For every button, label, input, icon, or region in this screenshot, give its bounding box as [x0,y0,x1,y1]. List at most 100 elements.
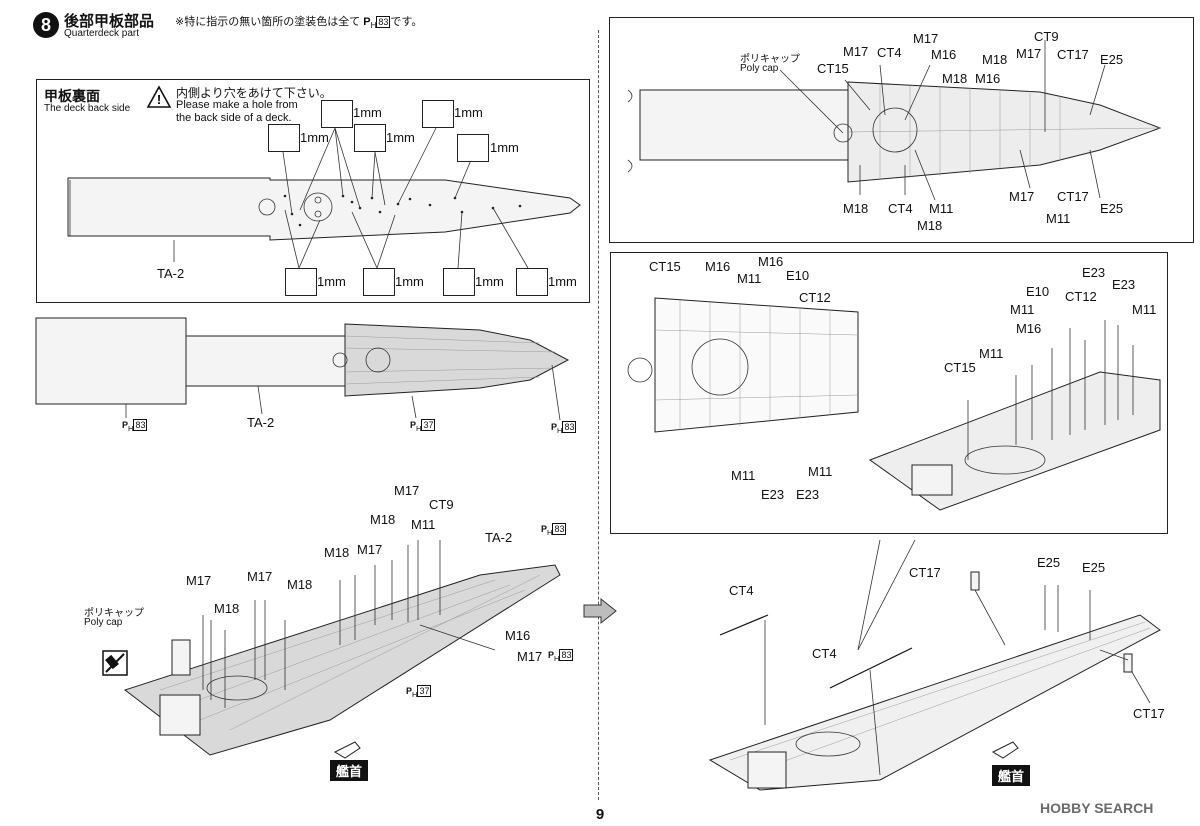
part-label: E23 [1112,277,1136,292]
part-label: E25 [1100,52,1124,67]
part-label-ta2: TA-2 [247,415,275,430]
part-label: CT17 [1057,47,1089,62]
part-label: M18 [917,218,943,233]
part-label: M17 [517,649,543,664]
part-label: CT17 [1133,706,1165,721]
part-label: E23 [761,487,785,502]
part-label: E10 [786,268,810,283]
part-label: M18 [982,52,1008,67]
part-label: M17 [357,542,383,557]
paint-ref-num: 37 [421,419,436,431]
watermark: HOBBY SEARCH [1040,800,1154,816]
polycap-label-jp: ポリキャップ [740,54,800,65]
part-label: CT9 [429,497,454,512]
drill-hole-icon [516,268,548,296]
part-label: M11 [1010,302,1035,317]
drill-size-label: 1mm [386,130,415,145]
part-label: CT9 [1034,29,1059,44]
part-label: M17 [1009,189,1035,204]
paint-note-text: ※特に指示の無い箇所の塗装色は全て [175,16,361,28]
part-label: E25 [1037,555,1061,570]
part-label: M16 [758,254,784,269]
part-label: M11 [737,271,762,286]
polycap-label-en: Poly cap [84,617,123,628]
paint-ref-num: 83 [552,523,567,535]
part-label: M18 [324,545,350,560]
part-label: M16 [505,628,531,643]
bow-direction-label: 艦首 [992,765,1031,786]
part-label: M11 [808,464,833,479]
paint-ref-sub: H [370,21,377,31]
part-label: M11 [929,201,954,216]
part-label: M18 [843,201,869,216]
drill-size-label: 1mm [490,140,519,155]
step-number-badge: 8 [33,12,59,38]
drill-size-label: 1mm [395,274,424,289]
page-divider [598,30,599,800]
drill-hole-icon [268,124,300,152]
warning-icon: ! [146,85,172,108]
part-label: CT15 [649,259,681,274]
polycap-label-jp: ポリキャップ [84,608,144,619]
drill-size-label: 1mm [548,274,577,289]
part-label: M11 [979,346,1004,361]
drill-size-label: 1mm [353,105,382,120]
drill-hole-icon [422,100,454,128]
drill-size-label: 1mm [300,130,329,145]
part-label: M16 [705,259,731,274]
deck-back-title-en: The deck back side [44,103,131,114]
part-label: E23 [1082,265,1106,280]
drill-hole-icon [363,268,395,296]
part-label: M16 [975,71,1001,86]
part-label: CT12 [1065,289,1097,304]
warning-text-jp: 内側より穴をあけて下さい。 [176,86,332,100]
part-label: M11 [411,517,436,532]
polycap-label-en: Poly cap [740,63,779,74]
step-title-en: Quarterdeck part [64,28,140,39]
paint-ref-prefix: P [363,16,371,28]
part-label: M17 [394,483,420,498]
part-label: E23 [796,487,820,502]
deck-back-title-jp: 甲板裏面 [44,88,100,104]
part-label: CT4 [729,583,754,598]
part-label: E25 [1082,560,1106,575]
drill-hole-icon [321,100,353,128]
next-step-arrow-icon [583,597,617,625]
part-label: CT15 [944,360,976,375]
svg-text:!: ! [157,92,161,107]
drill-hole-icon [457,134,489,162]
part-label: M11 [1132,302,1157,317]
part-label: CT17 [909,565,941,580]
page-number: 9 [595,806,605,823]
paint-ref-num: 83 [559,649,574,661]
drill-size-label: 1mm [454,105,483,120]
part-label: CT15 [817,61,849,76]
part-label: CT12 [799,290,831,305]
drill-size-label: 1mm [475,274,504,289]
part-label: M16 [931,47,957,62]
part-label: M16 [1016,321,1042,336]
drill-hole-icon [285,268,317,296]
part-label: M18 [214,601,240,616]
part-label: M17 [913,31,939,46]
part-label: M18 [287,577,313,592]
paint-ref-num: 83 [562,421,577,433]
part-label: M11 [1046,211,1071,226]
part-label: M11 [731,468,756,483]
warning-text-en: Please make a hole from the back side of… [176,99,298,124]
part-label: M17 [186,573,212,588]
no-glue-icon [102,650,128,676]
bow-direction-label: 艦首 [330,760,369,781]
part-label: M18 [942,71,968,86]
part-label: M17 [247,569,273,584]
part-label: M17 [843,44,869,59]
